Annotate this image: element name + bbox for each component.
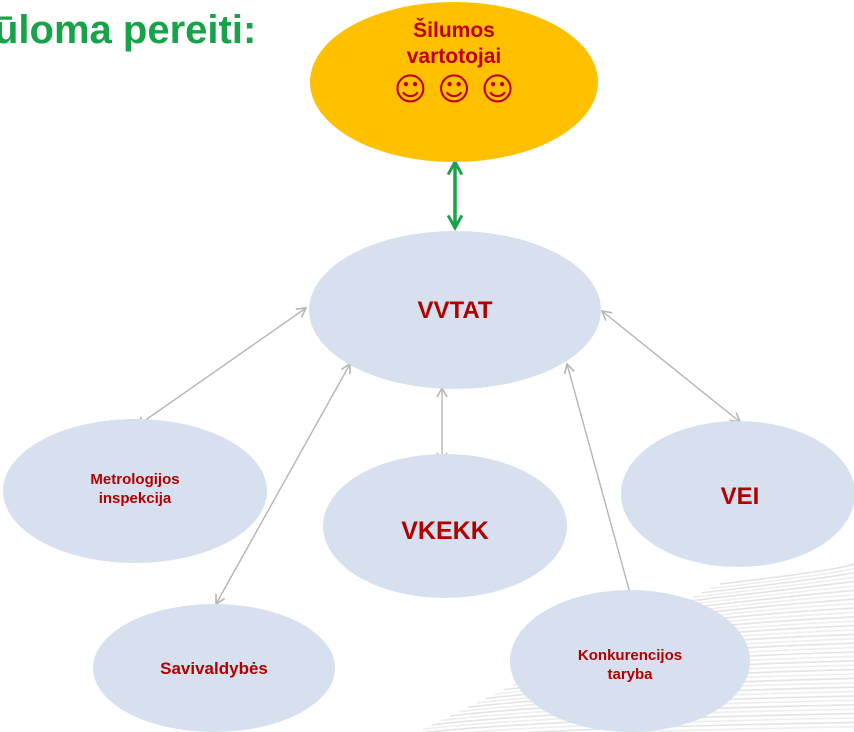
- consumers-label-line1: Šilumos: [413, 19, 495, 42]
- link-vvtat-konkurencija: [563, 362, 637, 606]
- page-title: ūloma pereiti:: [0, 8, 257, 52]
- background-stripe: [701, 572, 854, 594]
- link-vvtat-savivaldybes: [215, 362, 351, 606]
- node-vvtat: [309, 231, 601, 389]
- metrologija-label-line1: Metrologijos: [90, 471, 180, 488]
- background-stripe: [692, 576, 854, 598]
- background-stripe: [683, 580, 854, 603]
- konkurencija-label-line2: taryba: [607, 665, 653, 683]
- vkekk-label: VKEKK: [401, 517, 489, 545]
- smiley-icons: ☺ ☺ ☺: [393, 69, 515, 108]
- link-vvtat-vei: [600, 309, 742, 424]
- node-consumers: [310, 2, 598, 162]
- consumers-label-line2: vartotojai: [406, 45, 502, 69]
- node-vkekk: [323, 454, 567, 598]
- vvtat-label: VVTAT: [417, 297, 493, 324]
- background-stripe: [520, 721, 854, 732]
- konkurencija-label: Konkurencijos taryba: [540, 647, 720, 685]
- node-konkurencija: [510, 590, 750, 732]
- link-vvtat-metrologija: [135, 307, 308, 427]
- background-stripe: [615, 726, 854, 732]
- metrologija-label: Metrologijos inspekcija: [40, 471, 230, 509]
- node-vei: [621, 421, 854, 567]
- node-savivaldybes: [93, 604, 335, 732]
- background-stripe: [719, 563, 854, 585]
- background-stripe: [460, 717, 854, 732]
- background-stripe: [710, 567, 854, 590]
- savivaldybes-label: Savivaldybės: [160, 659, 268, 678]
- vei-label: VEI: [720, 483, 760, 510]
- node-metrologija: [3, 419, 267, 563]
- konkurencija-label-line1: Konkurencijos: [577, 647, 683, 664]
- consumers-label: Šilumos vartotojai ☺ ☺ ☺: [354, 18, 554, 107]
- background-stripe: [674, 585, 854, 607]
- metrologija-label-line2: inspekcija: [98, 489, 172, 507]
